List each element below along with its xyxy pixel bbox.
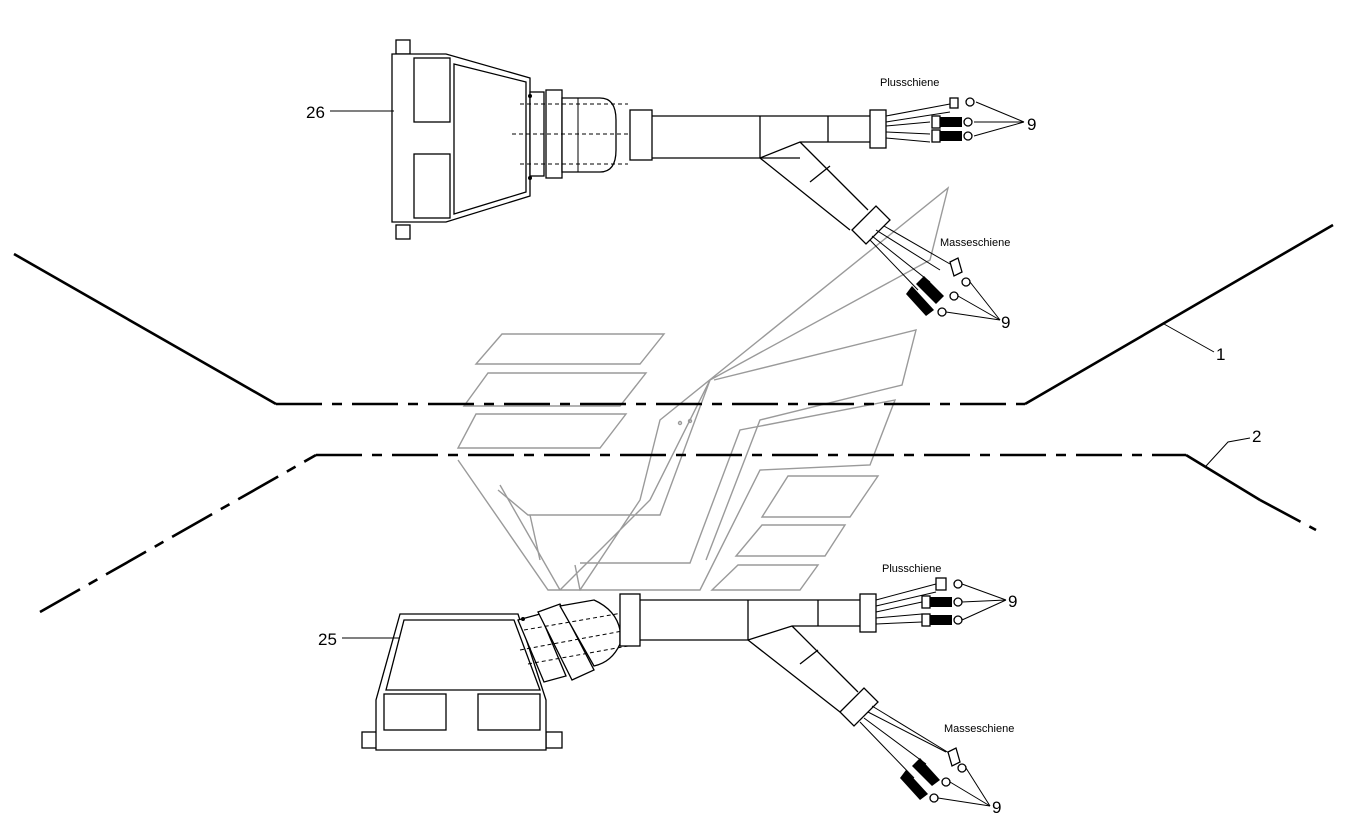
label-part-9-top-plus: 9 <box>1027 115 1036 134</box>
connector-26-icon <box>391 39 975 317</box>
label-part-9-top-ground: 9 <box>1001 313 1010 332</box>
label-plus-rail-top: Plusschiene <box>880 77 939 89</box>
rail-1 <box>13 223 1334 406</box>
watermark-logo-icon <box>456 186 950 591</box>
label-part-25: 25 <box>318 630 337 649</box>
label-ground-rail-bottom: Masseschiene <box>944 723 1014 735</box>
label-part-1: 1 <box>1216 345 1225 364</box>
label-part-9-bottom-ground: 9 <box>992 798 1001 817</box>
label-ground-rail-top: Masseschiene <box>940 237 1010 249</box>
label-part-2: 2 <box>1252 427 1261 446</box>
rail-2 <box>39 453 1317 614</box>
label-part-26: 26 <box>306 103 325 122</box>
label-part-9-bottom-plus: 9 <box>1008 592 1017 611</box>
leader-lines <box>330 101 1251 807</box>
label-plus-rail-bottom: Plusschiene <box>882 563 941 575</box>
connector-25-icon <box>361 577 967 803</box>
